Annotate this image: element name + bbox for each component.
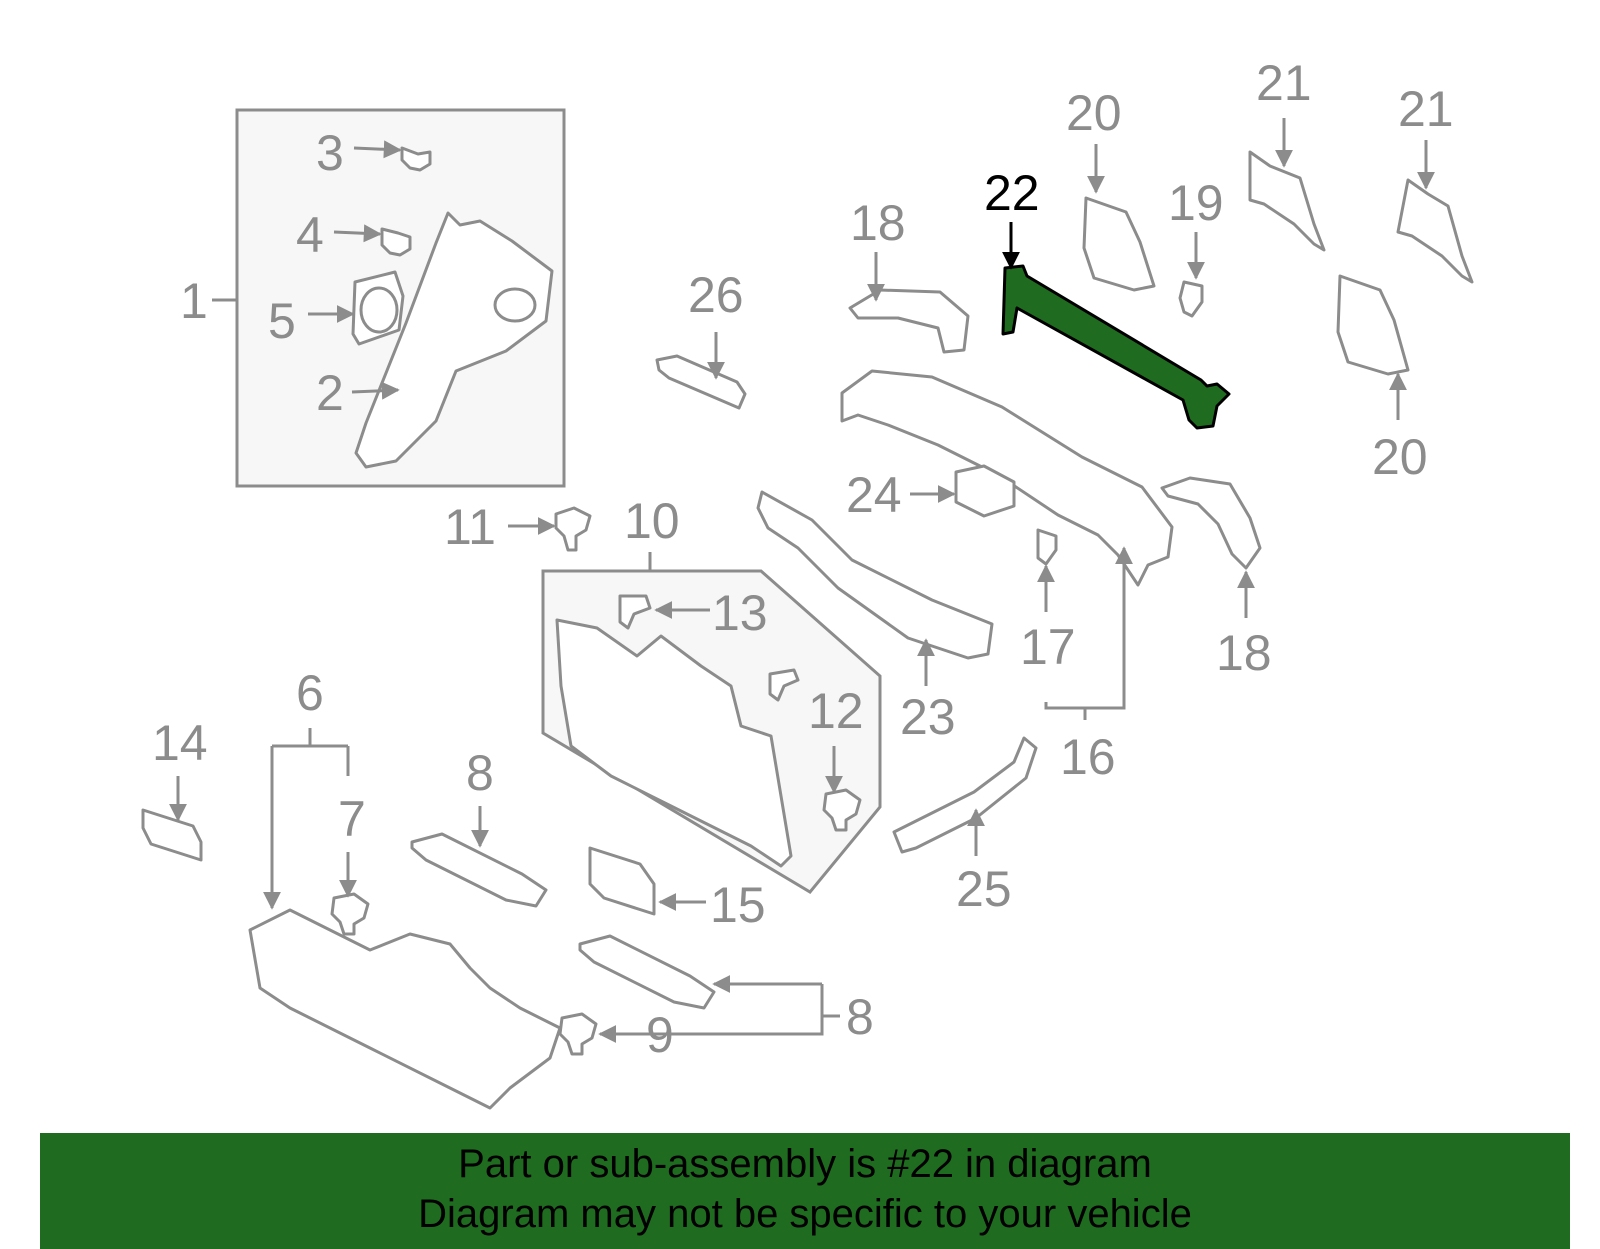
label-1: 1 xyxy=(180,273,208,329)
label-26: 26 xyxy=(688,267,744,323)
label-8-upper: 8 xyxy=(466,745,494,801)
label-11: 11 xyxy=(444,499,496,555)
label-22-highlighted: 22 xyxy=(984,165,1040,221)
part-14-pad xyxy=(141,808,203,862)
part-22-highlighted-bar xyxy=(1001,264,1231,430)
label-13: 13 xyxy=(712,585,768,641)
part-12-clip xyxy=(822,788,862,832)
label-10: 10 xyxy=(624,493,680,549)
label-3: 3 xyxy=(316,125,344,181)
part-25-rail xyxy=(892,736,1038,854)
part-2-quarter-trim xyxy=(354,211,554,469)
label-21-right: 21 xyxy=(1398,81,1454,137)
part-23-crossmember xyxy=(756,490,994,660)
part-13-clip xyxy=(618,594,652,630)
info-banner: Part or sub-assembly is #22 in diagram D… xyxy=(40,1133,1570,1249)
label-15: 15 xyxy=(710,877,766,933)
part-17-clip xyxy=(1036,528,1058,566)
label-9: 9 xyxy=(646,1007,674,1063)
label-17: 17 xyxy=(1020,619,1076,675)
part-8-upper-pad xyxy=(410,832,548,908)
label-20-upper: 20 xyxy=(1066,85,1122,141)
label-18-upper: 18 xyxy=(850,195,906,251)
part-3-clip xyxy=(400,146,432,172)
part-26-trim-piece xyxy=(655,354,747,410)
label-20-lower: 20 xyxy=(1372,429,1428,485)
part-7-clip xyxy=(330,892,370,936)
part-19-clip xyxy=(1178,280,1204,318)
part-15-cover xyxy=(588,846,656,916)
banner-line-1: Part or sub-assembly is #22 in diagram xyxy=(458,1142,1152,1186)
part-18-lower-bracket xyxy=(1160,476,1262,570)
part-4-clip xyxy=(380,227,412,257)
label-18-lower: 18 xyxy=(1216,625,1272,681)
label-8-lower: 8 xyxy=(846,989,874,1045)
label-14: 14 xyxy=(152,715,208,771)
part-20-lower-cover xyxy=(1336,274,1410,376)
part-13-clip-2 xyxy=(768,668,800,702)
banner-line-2: Diagram may not be specific to your vehi… xyxy=(418,1192,1192,1236)
part-21-left-bracket xyxy=(1248,150,1326,252)
part-21-right-bracket xyxy=(1396,178,1474,284)
part-9-clip xyxy=(558,1012,598,1056)
label-5: 5 xyxy=(268,293,296,349)
label-25: 25 xyxy=(956,861,1012,917)
label-2: 2 xyxy=(316,365,344,421)
part-8-lower-pad xyxy=(578,934,716,1010)
label-6: 6 xyxy=(296,665,324,721)
label-21-left: 21 xyxy=(1256,55,1312,111)
part-10-panel xyxy=(555,618,793,868)
label-16: 16 xyxy=(1060,729,1116,785)
part-11-clip xyxy=(554,506,592,552)
label-19: 19 xyxy=(1168,175,1224,231)
label-23: 23 xyxy=(900,689,956,745)
part-20-upper-cover xyxy=(1082,196,1156,292)
label-7: 7 xyxy=(338,791,366,847)
part-18-upper-bracket xyxy=(848,288,970,354)
label-4: 4 xyxy=(296,207,324,263)
leader-lines xyxy=(169,118,1435,1043)
part-6-sill-trim xyxy=(248,908,562,1110)
part-24-block xyxy=(954,464,1016,518)
part-5-bracket xyxy=(351,270,405,346)
label-12: 12 xyxy=(808,683,864,739)
label-24: 24 xyxy=(846,467,902,523)
